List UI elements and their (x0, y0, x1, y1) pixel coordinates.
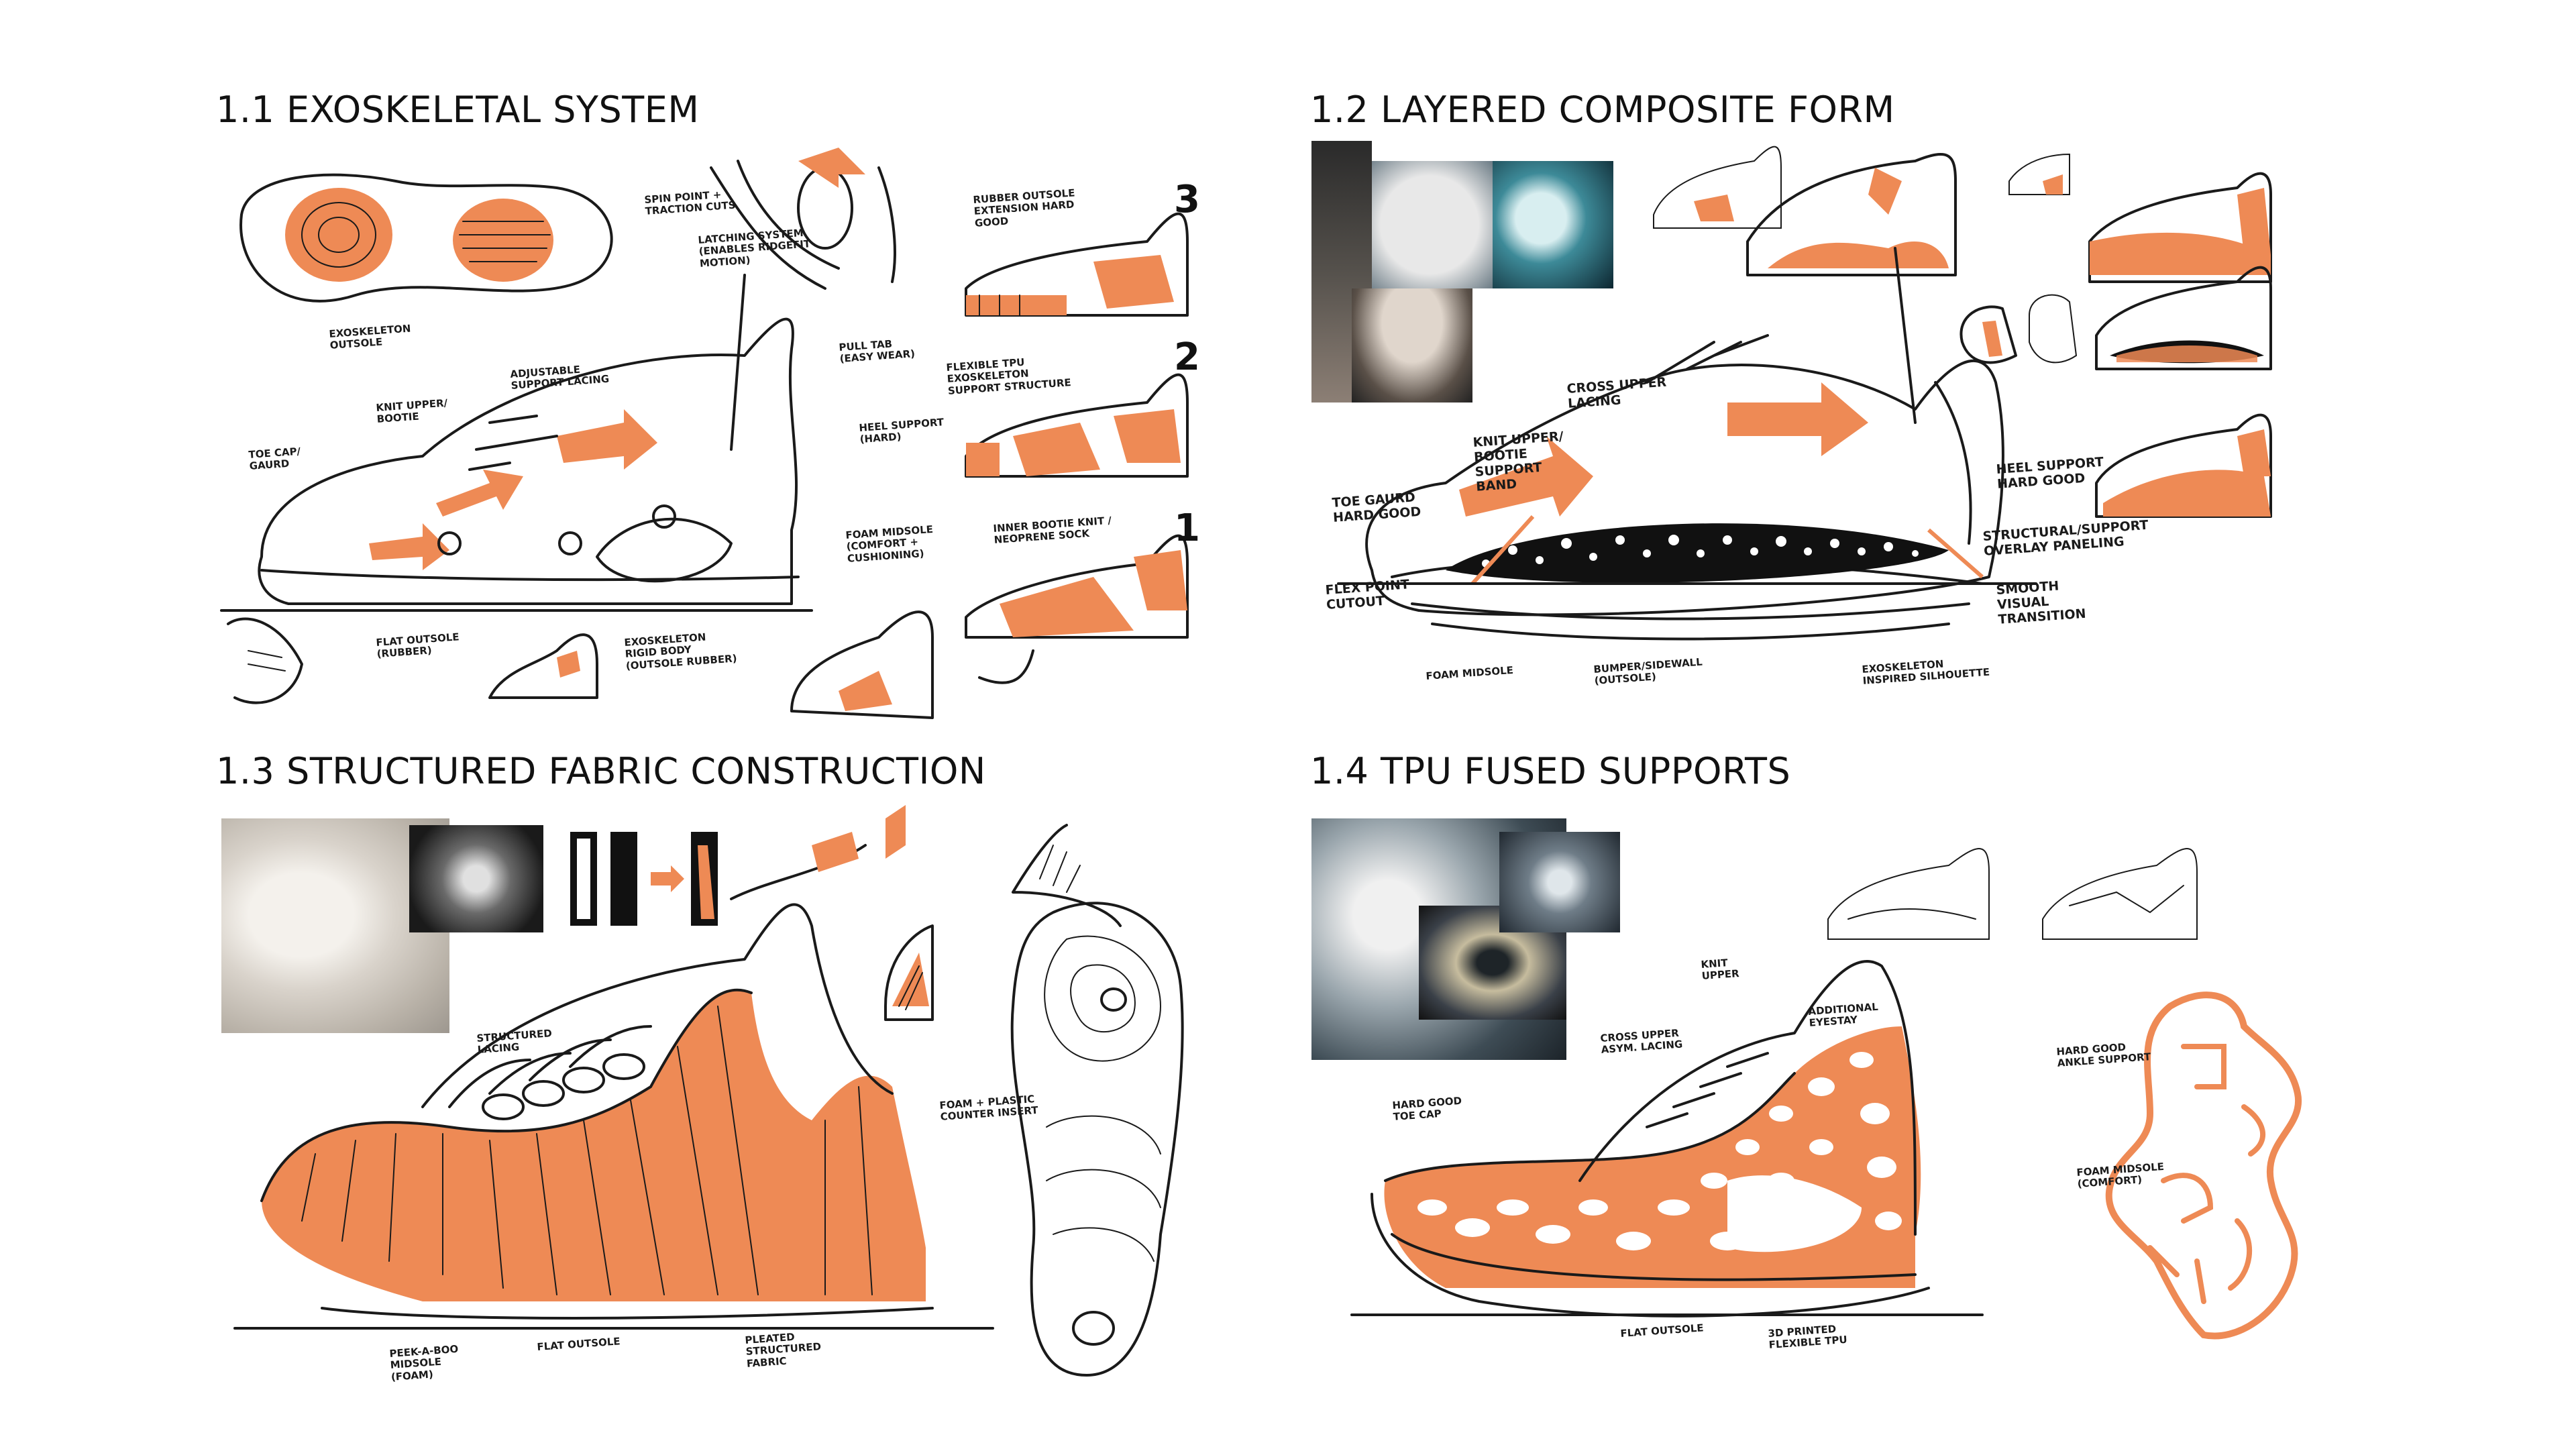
note-smooth-transition: SMOOTH VISUAL TRANSITION (1995, 578, 2087, 627)
note-peek-a-boo-midsole: PEEK-A-BOO MIDSOLE (FOAM) (388, 1342, 459, 1383)
main-shoe-side-sketch (1350, 960, 1984, 1318)
section-title-layered-composite: 1.2 LAYERED COMPOSITE FORM (1310, 89, 1895, 131)
small-sneaker-sketch (488, 633, 598, 699)
tpu-supports-sketches (1350, 848, 2302, 1340)
toe-detail-sketch (227, 617, 303, 704)
exoskeletal-sketches (220, 148, 1189, 719)
panel-tpu-supports: KNIT UPPER CROSS UPPER ASYM. LACING ADDI… (1311, 805, 2358, 1409)
latching-system-sketch (710, 148, 896, 290)
reference-photo-garment (1352, 288, 1472, 402)
section-title-structured-fabric: 1.3 STRUCTURED FABRIC CONSTRUCTION (216, 750, 986, 792)
variant-3-sketch (965, 212, 1189, 317)
right-side-variants (1960, 266, 2272, 518)
main-shoe-side-sketch (233, 903, 994, 1330)
section-title-tpu-supports: 1.4 TPU FUSED SUPPORTS (1310, 750, 1791, 792)
bootie-sketch (790, 610, 1034, 719)
panel-exoskeletal-system: SPIN POINT + TRACTION CUTS LATCHING SYST… (220, 141, 1261, 731)
variant-1-sketch (965, 534, 1189, 639)
reference-photo-lattice (1493, 161, 1613, 288)
section-title-exoskeletal: 1.1 EXOSKELETAL SYSTEM (216, 89, 700, 131)
note-knit-upper-bootie: KNIT UPPER/ BOOTIE SUPPORT BAND (1472, 429, 1564, 494)
reference-photo-organic-lattice (1499, 832, 1620, 932)
outsole-bottom-view-sketch (1010, 902, 1184, 1377)
note-knit-upper-14: KNIT UPPER (1700, 957, 1740, 983)
panel-structured-fabric: STRUCTURED LACING FOAM + PLASTIC COUNTER… (221, 805, 1261, 1409)
tpu-contour-swatch (2105, 991, 2302, 1340)
ankle-fabric-sketch (884, 924, 934, 1021)
variant-2-sketch (965, 373, 1189, 478)
note-flex-point: FLEX POINT CUTOUT (1324, 577, 1410, 612)
reference-photo-lattice-print (409, 825, 543, 932)
strip-thumbnails (570, 805, 1122, 927)
layered-composite-sketches (1337, 146, 2272, 641)
step-label-2: 2 (1174, 335, 1200, 379)
step-label-3: 3 (1174, 178, 1200, 221)
step-label-1: 1 (1174, 506, 1200, 550)
thumbnail-sketches (1653, 146, 2272, 283)
panel-layered-composite: CROSS UPPER LACING KNIT UPPER/ BOOTIE SU… (1311, 141, 2358, 731)
outsole-bottom-view-sketch (239, 173, 613, 303)
thumbnail-sketches (1827, 848, 2198, 940)
main-shoe-side-sketch (220, 274, 813, 612)
structured-fabric-sketches (233, 805, 1184, 1377)
main-shoe-side-sketch (1337, 247, 2037, 641)
